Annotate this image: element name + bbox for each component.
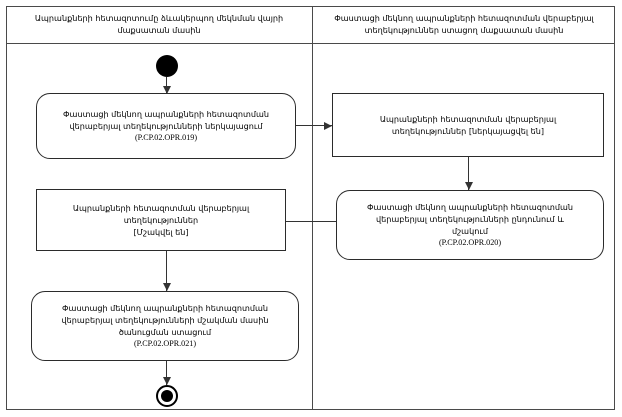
final-node	[156, 385, 178, 407]
object-node-inspection-info-submitted-line2: տեղեկություններ [ներկայացվել են]	[391, 126, 545, 136]
swimlane-header-left-label: Ապրանքների հետազոտումը ձևակերպող մեկնման…	[34, 13, 284, 35]
edge-initial-to-action1	[166, 77, 167, 94]
object-node-inspection-info-submitted-text: Ապրանքների հետազոտման վերաբերյալ տեղեկու…	[380, 113, 556, 137]
object-node-inspection-info-processed-line3: [Մշակվել են]	[133, 227, 189, 238]
swimlane-header-right: Փաստացի մեկնող ապրանքների հետազոտման վեր…	[312, 6, 615, 44]
swimlane-header-left: Ապրանքների հետազոտումը ձևակերպող մեկնման…	[6, 6, 312, 44]
object-node-inspection-info-processed-text: Ապրանքների հետազոտման վերաբերյալ տեղեկու…	[73, 202, 249, 238]
object-node-inspection-info-submitted-line1: Ապրանքների հետազոտման վերաբերյալ	[379, 113, 557, 124]
action-node-receive-processing-notification-text: Փաստացի մեկնող ապրանքների հետազոտման վեր…	[62, 302, 269, 351]
edge-action3-to-final	[166, 361, 167, 385]
swimlane-header-right-label: Փաստացի մեկնող ապրանքների հետազոտման վեր…	[334, 13, 594, 35]
edge-object-left-to-action3	[166, 251, 167, 291]
arrowhead-action3-to-final	[163, 377, 171, 385]
action-node-receive-and-process-info-line3: մշակում	[452, 226, 488, 236]
arrowhead-initial-to-action1	[163, 86, 171, 94]
object-node-inspection-info-processed[interactable]: Ապրանքների հետազոտման վերաբերյալ տեղեկու…	[36, 189, 286, 251]
arrowhead-object-right-to-action2	[465, 182, 473, 190]
action-node-provide-inspection-info-code: (P.CP.02.OPR.019)	[134, 133, 198, 143]
edge-action1-to-object-right	[296, 125, 332, 126]
action-node-provide-inspection-info[interactable]: Փաստացի մեկնող ապրանքների հետազոտման վեր…	[36, 93, 296, 159]
action-node-receive-and-process-info-line2: վերաբերյալ տեղեկությունների ընդունում և	[376, 213, 564, 224]
action-node-provide-inspection-info-line2: վերաբերյալ տեղեկությունների ներկայացում	[69, 120, 263, 131]
action-node-receive-processing-notification-line1: Փաստացի մեկնող ապրանքների հետազոտման	[62, 302, 268, 313]
edge-action2-to-object-left	[286, 221, 336, 222]
swimlane-header-band: Ապրանքների հետազոտումը ձևակերպող մեկնման…	[6, 6, 615, 44]
arrowhead-object-left-to-action3	[163, 283, 171, 291]
action-node-receive-and-process-info-code: (P.CP.02.OPR.020)	[438, 238, 502, 248]
initial-node	[156, 55, 178, 77]
action-node-receive-and-process-info[interactable]: Փաստացի մեկնող ապրանքների հետազոտման վեր…	[336, 190, 604, 260]
action-node-receive-and-process-info-text: Փաստացի մեկնող ապրանքների հետազոտման վեր…	[367, 201, 573, 250]
action-node-receive-processing-notification-code: (P.CP.02.OPR.021)	[133, 339, 197, 349]
swimlane-divider	[312, 44, 313, 410]
action-node-provide-inspection-info-line1: Փաստացի մեկնող ապրանքների հետազոտման	[63, 108, 269, 119]
arrowhead-action1-to-object-right	[324, 122, 332, 130]
object-node-inspection-info-processed-line1: Ապրանքների հետազոտման վերաբերյալ	[72, 202, 250, 213]
edge-object-right-to-action2	[468, 157, 469, 190]
action-node-provide-inspection-info-text: Փաստացի մեկնող ապրանքների հետազոտման վեր…	[63, 108, 269, 144]
action-node-receive-processing-notification[interactable]: Փաստացի մեկնող ապրանքների հետազոտման վեր…	[31, 291, 299, 361]
action-node-receive-processing-notification-line2: վերաբերյալ տեղեկությունների մշակման մասի…	[61, 314, 269, 325]
action-node-receive-processing-notification-line3: ծանուցման ստացում	[118, 327, 212, 337]
action-node-receive-and-process-info-line1: Փաստացի մեկնող ապրանքների հետազոտման	[367, 201, 573, 212]
object-node-inspection-info-processed-line2: տեղեկություններ	[123, 214, 199, 225]
object-node-inspection-info-submitted[interactable]: Ապրանքների հետազոտման վերաբերյալ տեղեկու…	[332, 93, 604, 157]
